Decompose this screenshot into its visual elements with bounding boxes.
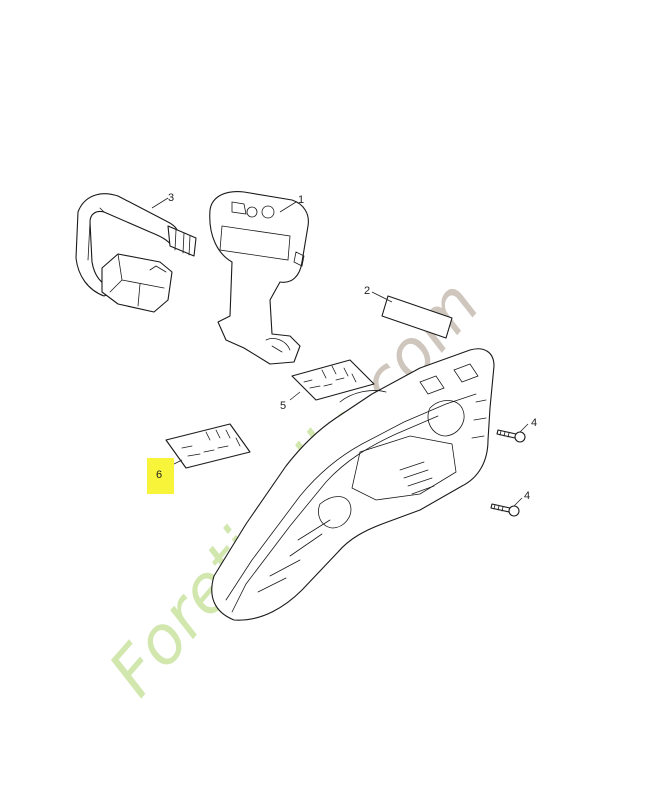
callout-1: 1 (298, 194, 304, 206)
main-housing (211, 348, 495, 621)
callout-3: 3 (168, 192, 174, 204)
callout-4-lower: 4 (524, 490, 530, 502)
callout-5: 5 (280, 400, 286, 412)
leader-lines (151, 197, 529, 507)
part-3-handle-bar (75, 193, 197, 313)
part-2-decal-strip (381, 295, 453, 339)
part-4-screw-lower (490, 503, 520, 517)
part-6-highlight (147, 458, 174, 494)
part-1-handle-cover (209, 191, 309, 365)
part-5-warning-label (291, 359, 375, 401)
part-6-warning-label (165, 423, 251, 469)
callout-2: 2 (364, 285, 370, 297)
callout-4-upper: 4 (531, 417, 537, 429)
part-4-screw-upper (496, 429, 526, 443)
callout-6: 6 (156, 469, 162, 481)
